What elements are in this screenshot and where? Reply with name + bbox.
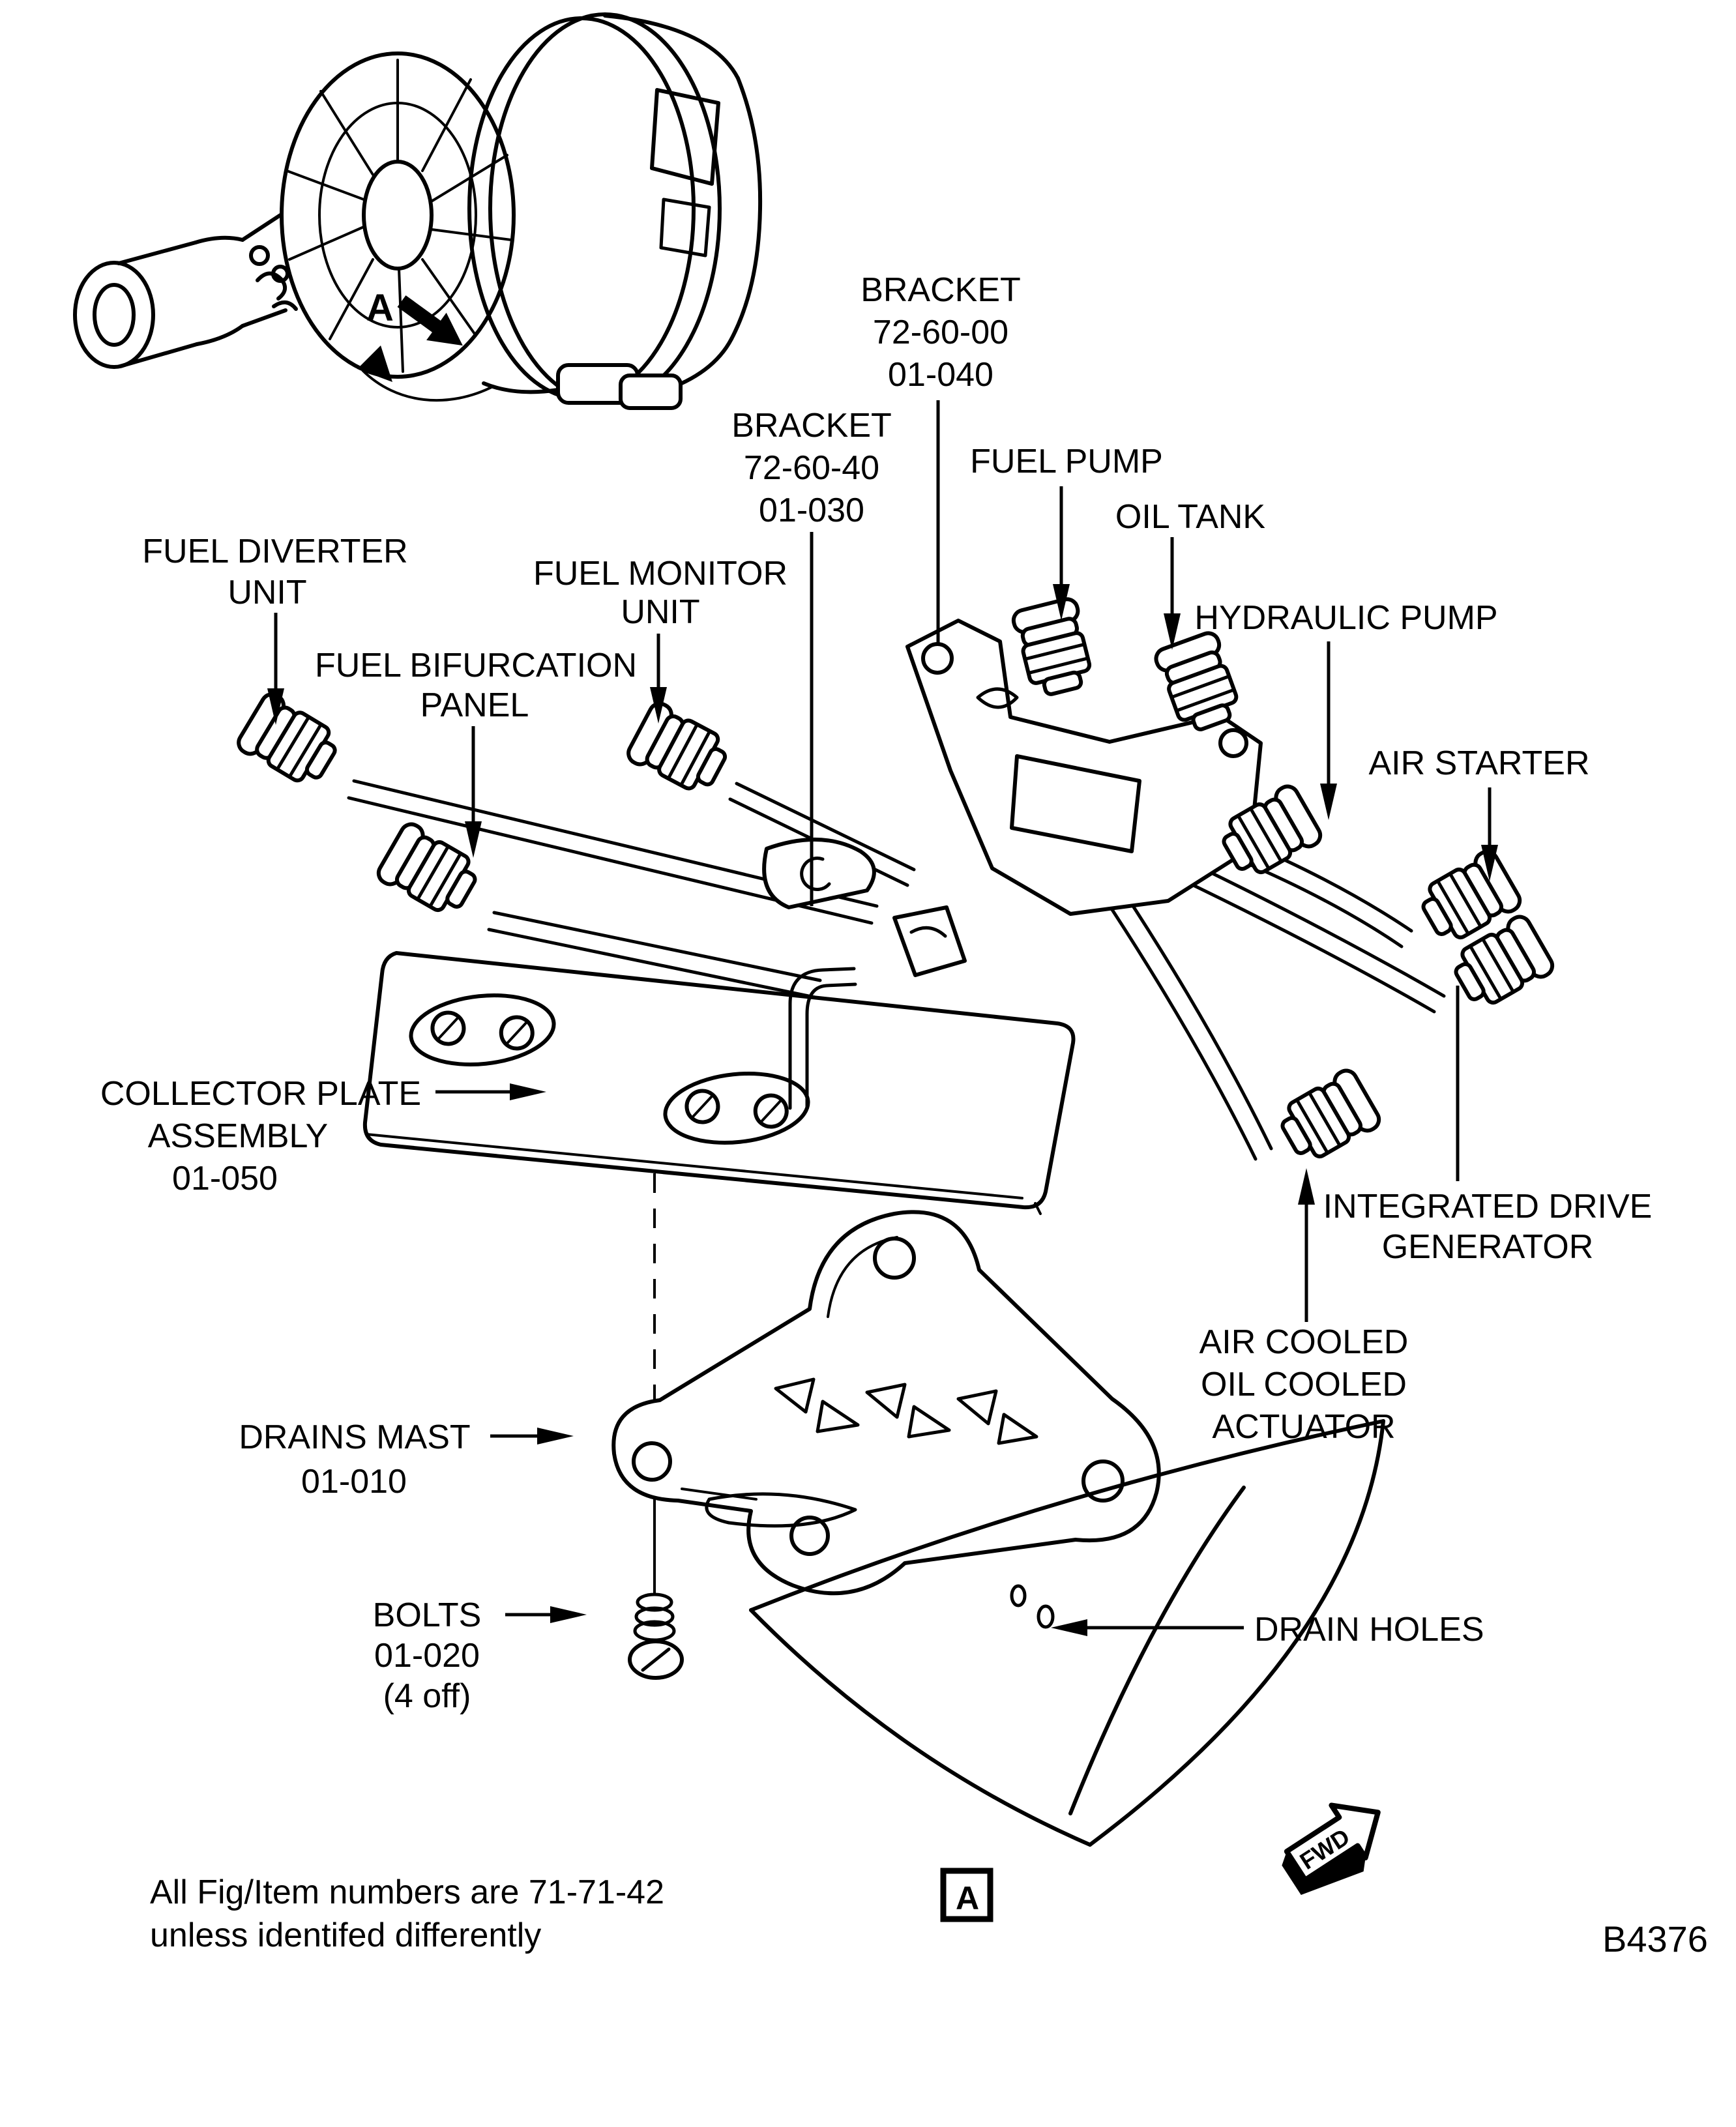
drain-hole (1010, 1584, 1027, 1607)
detail-reference-box: A (940, 1868, 993, 1922)
fuel-monitor-union (625, 700, 734, 799)
rotation-arrow (361, 369, 495, 402)
drains-mast-plate (611, 1210, 1161, 1596)
svg-text:ASSEMBLY: ASSEMBLY (148, 1117, 328, 1155)
svg-text:72-60-00: 72-60-00 (873, 314, 1008, 351)
svg-text:UNIT: UNIT (228, 574, 306, 611)
svg-text:01-010: 01-010 (301, 1463, 407, 1501)
label-fuel-diverter-unit: FUEL DIVERTER UNIT (142, 533, 407, 611)
engine-detail-a-marker: A (366, 287, 394, 329)
engine-overview-thumbnail: A (73, 12, 763, 410)
label-bolts: BOLTS 01-020 (4 off) (373, 1596, 482, 1715)
svg-text:GENERATOR: GENERATOR (1382, 1228, 1594, 1266)
note-line-1: All Fig/Item numbers are 71-71-42 (150, 1873, 664, 1911)
svg-text:AIR COOLED: AIR COOLED (1199, 1323, 1409, 1361)
note-line-2: unless identifed differently (150, 1916, 541, 1954)
collector-plate-assembly (362, 951, 1076, 1215)
label-hydraulic-pump: HYDRAULIC PUMP (1194, 599, 1497, 637)
fuel-bifurcation-union (375, 821, 484, 922)
fwd-direction-arrow: FWD (1282, 1802, 1381, 1896)
part-labels: BRACKET 72-60-00 01-040 BRACKET 72-60-40… (100, 271, 1652, 1715)
label-air-cooled-oil-cooled-actuator: AIR COOLED OIL COOLED ACTUATOR (1199, 1323, 1409, 1446)
label-bracket-72-60-00: BRACKET 72-60-00 01-040 (861, 271, 1021, 394)
fuel-diverter-union (235, 690, 344, 792)
label-air-starter: AIR STARTER (1368, 744, 1589, 782)
label-collector-plate-assembly: COLLECTOR PLATE ASSEMBLY 01-050 (100, 1075, 421, 1197)
figure-code: B4376 (1602, 1918, 1708, 1959)
svg-text:BRACKET: BRACKET (861, 271, 1021, 309)
svg-text:BRACKET: BRACKET (731, 407, 892, 445)
label-fuel-bifurcation-panel: FUEL BIFURCATION PANEL (315, 647, 637, 724)
svg-text:UNIT: UNIT (621, 593, 699, 631)
leader-lines (267, 400, 1498, 1636)
label-oil-tank: OIL TANK (1115, 498, 1266, 536)
svg-text:FUEL DIVERTER: FUEL DIVERTER (142, 533, 407, 570)
label-integrated-drive-generator: INTEGRATED DRIVE GENERATOR (1323, 1188, 1653, 1266)
drain-hole (1037, 1604, 1055, 1629)
svg-text:ACTUATOR: ACTUATOR (1212, 1408, 1395, 1446)
label-fuel-monitor-unit: FUEL MONITOR UNIT (533, 555, 787, 631)
svg-text:FUEL BIFURCATION: FUEL BIFURCATION (315, 647, 637, 684)
label-bracket-72-60-40: BRACKET 72-60-40 01-030 (731, 407, 892, 529)
svg-text:INTEGRATED DRIVE: INTEGRATED DRIVE (1323, 1188, 1653, 1225)
svg-text:DRAINS MAST: DRAINS MAST (239, 1418, 470, 1456)
detail-a-arrow (397, 295, 463, 346)
svg-text:72-60-40: 72-60-40 (744, 449, 879, 487)
svg-text:OIL COOLED: OIL COOLED (1201, 1366, 1407, 1403)
oil-tank-union (1153, 630, 1244, 736)
svg-text:PANEL: PANEL (420, 686, 529, 724)
bolt-drawing (628, 1592, 684, 1680)
svg-text:BOLTS: BOLTS (373, 1596, 482, 1634)
svg-text:(4 off): (4 off) (383, 1677, 471, 1715)
figure-note: All Fig/Item numbers are 71-71-42 unless… (150, 1873, 664, 1954)
fairing-outline (749, 1419, 1385, 1847)
svg-text:01-040: 01-040 (888, 356, 993, 394)
label-drains-mast: DRAINS MAST 01-010 (239, 1418, 470, 1501)
svg-text:01-030: 01-030 (759, 491, 864, 529)
label-fuel-pump: FUEL PUMP (970, 443, 1163, 480)
detail-reference-letter: A (956, 1880, 979, 1916)
label-drain-holes: DRAIN HOLES (1254, 1611, 1484, 1649)
bracket-cluster (762, 619, 1263, 977)
svg-text:FUEL MONITOR: FUEL MONITOR (533, 555, 787, 593)
fuel-pump-union (1011, 597, 1096, 699)
acoc-actuator-union (1273, 1067, 1383, 1168)
svg-text:01-020: 01-020 (374, 1637, 480, 1675)
svg-text:COLLECTOR PLATE: COLLECTOR PLATE (100, 1075, 421, 1113)
svg-text:01-050: 01-050 (172, 1160, 278, 1197)
